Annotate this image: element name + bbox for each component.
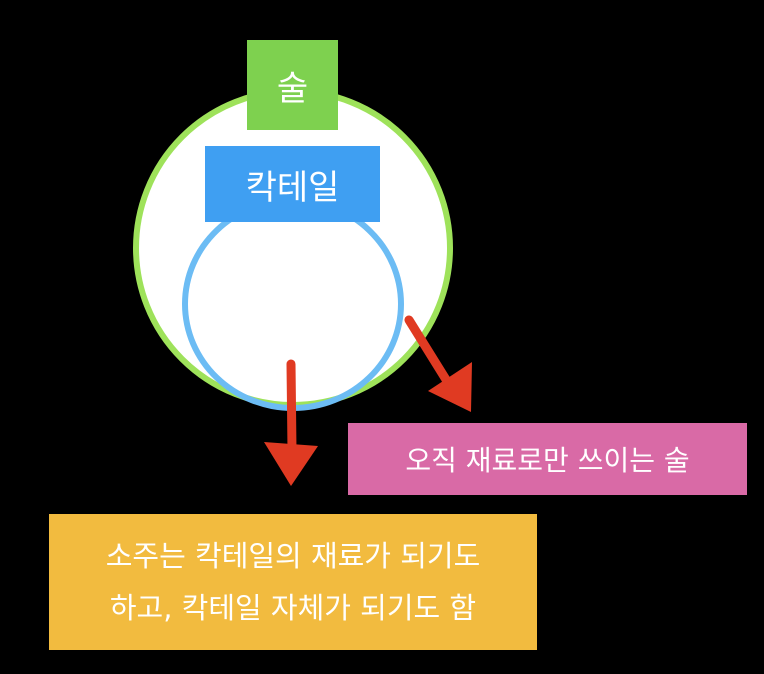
soju-note-line-1: 소주는 칵테일의 재료가 되기도 (105, 539, 481, 573)
soju-note-line-2: 하고, 칵테일 자체가 되기도 함 (109, 591, 477, 625)
ingredient-only-note-text: 오직 재료로만 쓰이는 술 (405, 444, 690, 477)
cocktail-set-circle (182, 197, 404, 411)
alcohol-label-text: 술 (276, 68, 309, 109)
cocktail-label: 칵테일 (205, 146, 380, 222)
soju-note: 소주는 칵테일의 재료가 되기도 하고, 칵테일 자체가 되기도 함 (49, 514, 537, 650)
cocktail-label-text: 칵테일 (245, 167, 340, 208)
alcohol-label: 술 (247, 40, 338, 130)
ingredient-only-note: 오직 재료로만 쓰이는 술 (348, 423, 747, 495)
